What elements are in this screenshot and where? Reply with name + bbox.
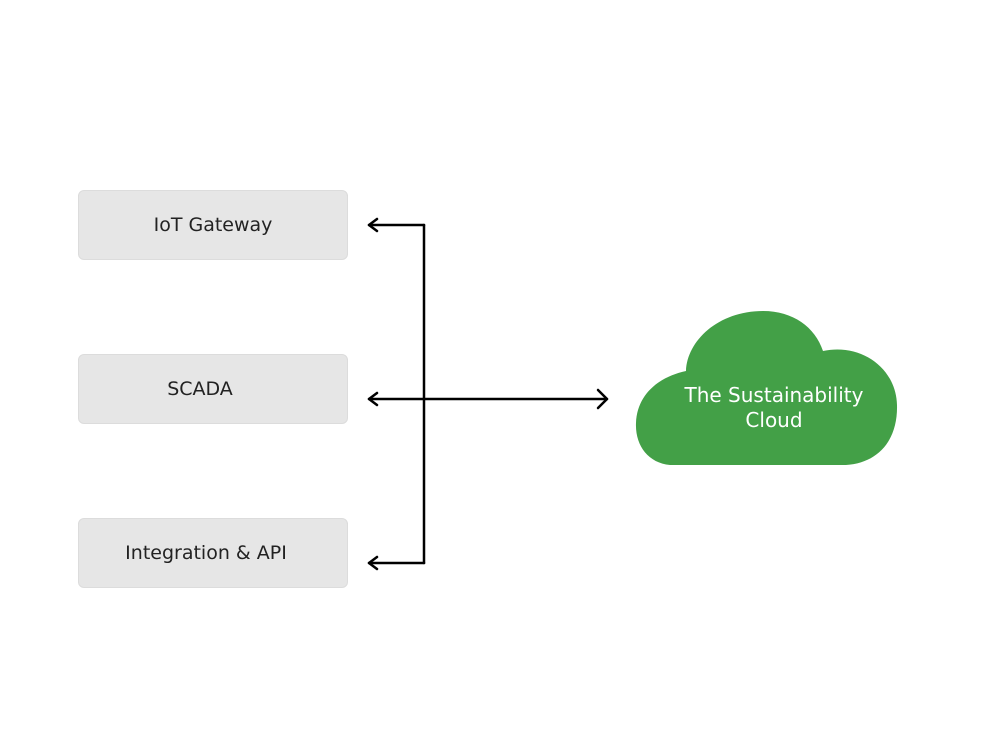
scada-arrowhead xyxy=(367,391,379,407)
scada-label: SCADA xyxy=(167,378,233,400)
cloud-label: The Sustainability Cloud xyxy=(630,383,918,433)
cloud-shape xyxy=(635,311,898,465)
cloud-label-line1: The Sustainability xyxy=(684,383,864,407)
api-arrowhead xyxy=(367,555,379,571)
sustainability-cloud: The Sustainability Cloud xyxy=(630,305,905,475)
scada-box: SCADA xyxy=(78,354,348,424)
cloud-icon xyxy=(635,311,898,465)
integration-api-box: Integration & API xyxy=(78,518,348,588)
iot-gateway-label: IoT Gateway xyxy=(153,214,273,236)
cloud-label-line2: Cloud xyxy=(745,408,803,432)
cloud-arrowhead xyxy=(596,388,609,410)
iot-gateway-box: IoT Gateway xyxy=(78,190,348,260)
iot-arrowhead xyxy=(367,217,379,233)
integration-api-label: Integration & API xyxy=(125,542,287,564)
